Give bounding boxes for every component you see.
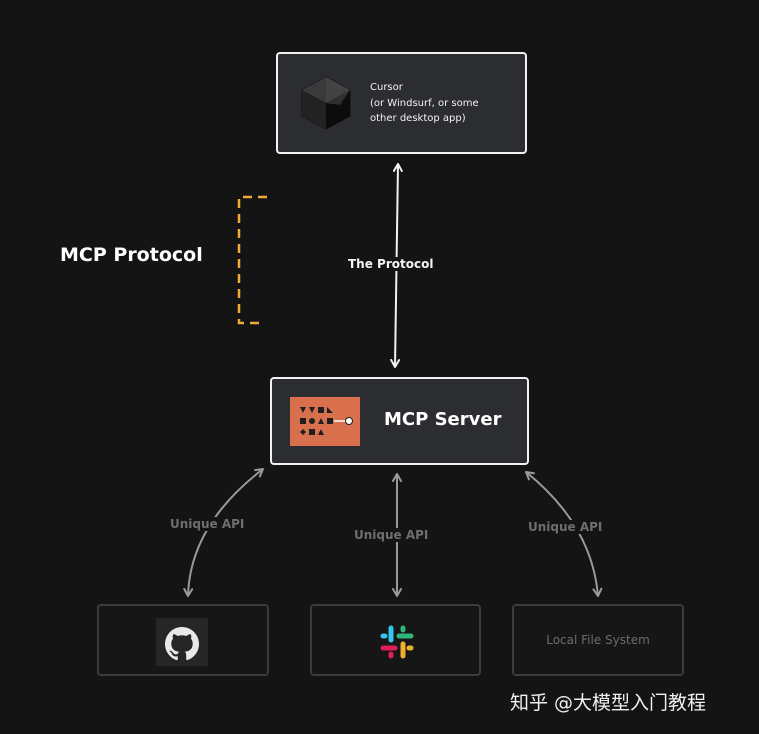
the-protocol-label: The Protocol bbox=[346, 257, 436, 271]
client-app-label-line1: Cursor bbox=[370, 82, 403, 93]
github-node bbox=[97, 604, 269, 676]
slack-icon bbox=[380, 625, 414, 659]
protocol-bracket bbox=[237, 195, 267, 325]
anthropic-logo-icon bbox=[290, 397, 360, 446]
mcp-server-label: MCP Server bbox=[384, 409, 502, 430]
mcp-protocol-label: MCP Protocol bbox=[60, 244, 203, 266]
filesystem-node: Local File System bbox=[512, 604, 684, 676]
filesystem-label: Local File System bbox=[546, 633, 650, 647]
github-icon bbox=[156, 618, 208, 666]
client-app-node: Cursor (or Windsurf, or some other deskt… bbox=[276, 52, 527, 154]
slack-node bbox=[310, 604, 481, 676]
client-app-label: Cursor (or Windsurf, or some other deskt… bbox=[370, 80, 479, 127]
api-arrow-right bbox=[525, 471, 603, 597]
client-app-label-line3: other desktop app) bbox=[370, 113, 466, 124]
api-label-filesystem: Unique API bbox=[526, 520, 605, 534]
mcp-server-node: MCP Server bbox=[270, 377, 529, 465]
client-app-label-line2: (or Windsurf, or some bbox=[370, 97, 479, 109]
api-label-slack: Unique API bbox=[352, 528, 431, 542]
watermark: 知乎 @大模型入门教程 bbox=[510, 692, 707, 714]
api-label-github: Unique API bbox=[168, 517, 247, 531]
cursor-cube-icon bbox=[301, 76, 351, 130]
api-arrow-left bbox=[183, 468, 264, 597]
